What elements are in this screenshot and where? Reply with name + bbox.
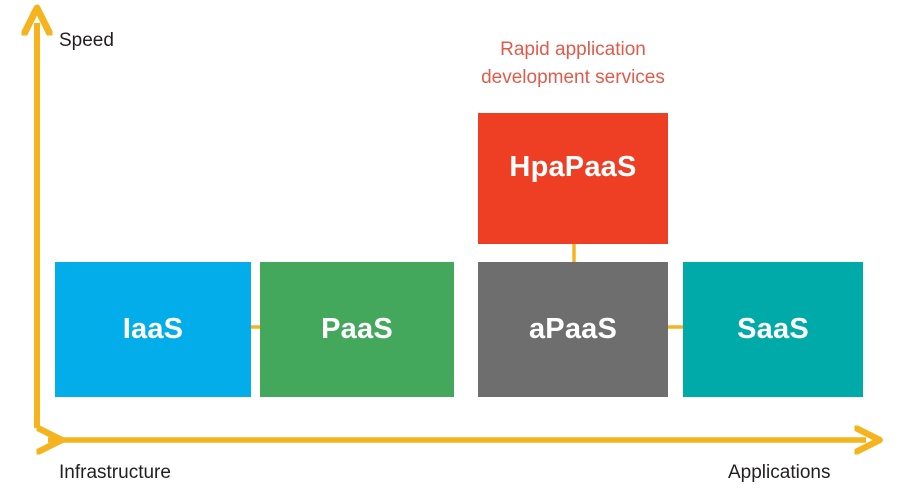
axis-label-infrastructure: Infrastructure xyxy=(59,462,171,483)
box-iaas[interactable]: IaaS xyxy=(55,262,251,397)
axis-label-applications: Applications xyxy=(728,462,831,483)
box-paas-label: PaaS xyxy=(321,313,393,345)
box-hpapaas[interactable]: HpaPaaS xyxy=(478,113,668,244)
box-hpapaas-label: HpaPaaS xyxy=(509,151,637,183)
callout-rapid-application-development: Rapid application development services xyxy=(478,36,668,91)
callout-line-2: development services xyxy=(481,66,665,88)
box-saas[interactable]: SaaS xyxy=(683,262,863,397)
box-apaas-label: aPaaS xyxy=(528,313,618,345)
axis-label-speed: Speed xyxy=(59,30,114,51)
box-saas-label: SaaS xyxy=(737,313,809,345)
box-iaas-label: IaaS xyxy=(122,313,184,345)
callout-line-1: Rapid application xyxy=(500,39,646,60)
box-apaas[interactable]: aPaaS xyxy=(478,262,668,397)
box-paas[interactable]: PaaS xyxy=(260,262,454,397)
